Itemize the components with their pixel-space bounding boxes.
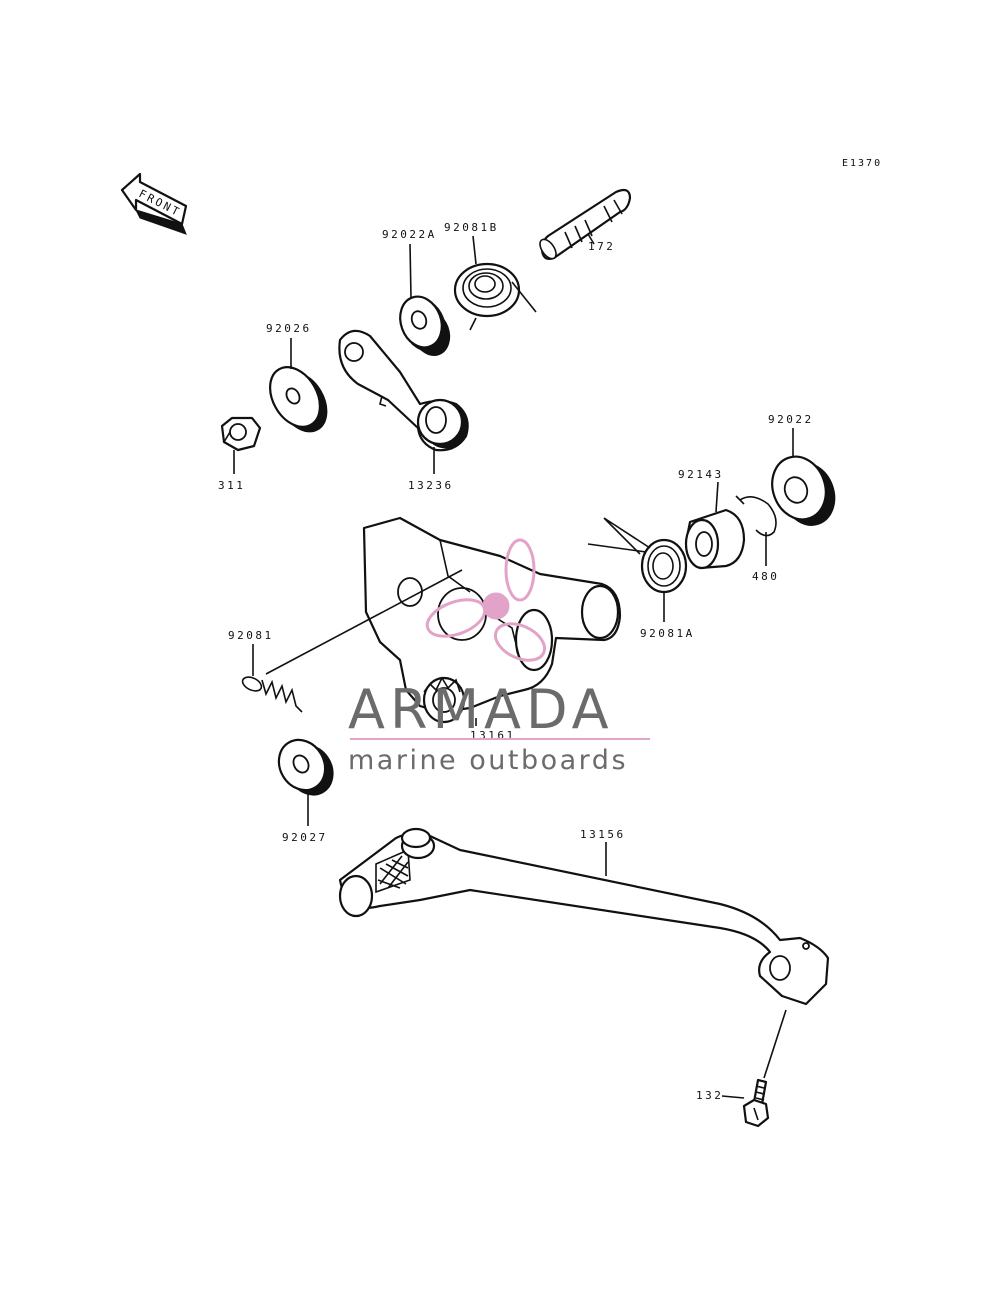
part-92081A-spring: [587, 517, 688, 594]
watermark-name: ARMADA: [348, 678, 614, 741]
part-92022A-washer: [399, 295, 451, 356]
front-arrow-icon: FRONT: [120, 172, 188, 235]
label-92081: 92081: [228, 629, 274, 642]
label-480: 480: [752, 570, 779, 583]
watermark-underline: [350, 738, 650, 740]
part-92081-spring: [241, 569, 463, 713]
part-92026-washer: [269, 366, 328, 433]
part-172-shaft: [539, 188, 632, 260]
part-13236-lever: [338, 329, 469, 452]
part-92143-collar: [684, 508, 746, 570]
label-92022: 92022: [768, 413, 814, 426]
label-172: 172: [588, 240, 615, 253]
label-92022A: 92022A: [382, 228, 437, 241]
reference-code: E1370: [842, 158, 882, 169]
label-13236: 13236: [408, 479, 454, 492]
label-92081A: 92081A: [640, 627, 695, 640]
label-92143: 92143: [678, 468, 724, 481]
label-132: 132: [696, 1089, 723, 1102]
label-92081B: 92081B: [444, 221, 499, 234]
propeller-logo-icon: [425, 538, 547, 662]
watermark-tagline: marine outboards: [348, 745, 628, 776]
part-92022-washer: [771, 455, 836, 526]
part-311-nut: [220, 416, 262, 452]
part-92081B-spring: [453, 262, 537, 331]
part-132-bolt: [742, 1078, 770, 1128]
part-13156-shift-pedal: [338, 827, 830, 1006]
label-92026: 92026: [266, 322, 312, 335]
part-92027-washer: [277, 738, 334, 796]
label-13156: 13156: [580, 828, 626, 841]
label-311: 311: [218, 479, 245, 492]
label-92027: 92027: [282, 831, 328, 844]
